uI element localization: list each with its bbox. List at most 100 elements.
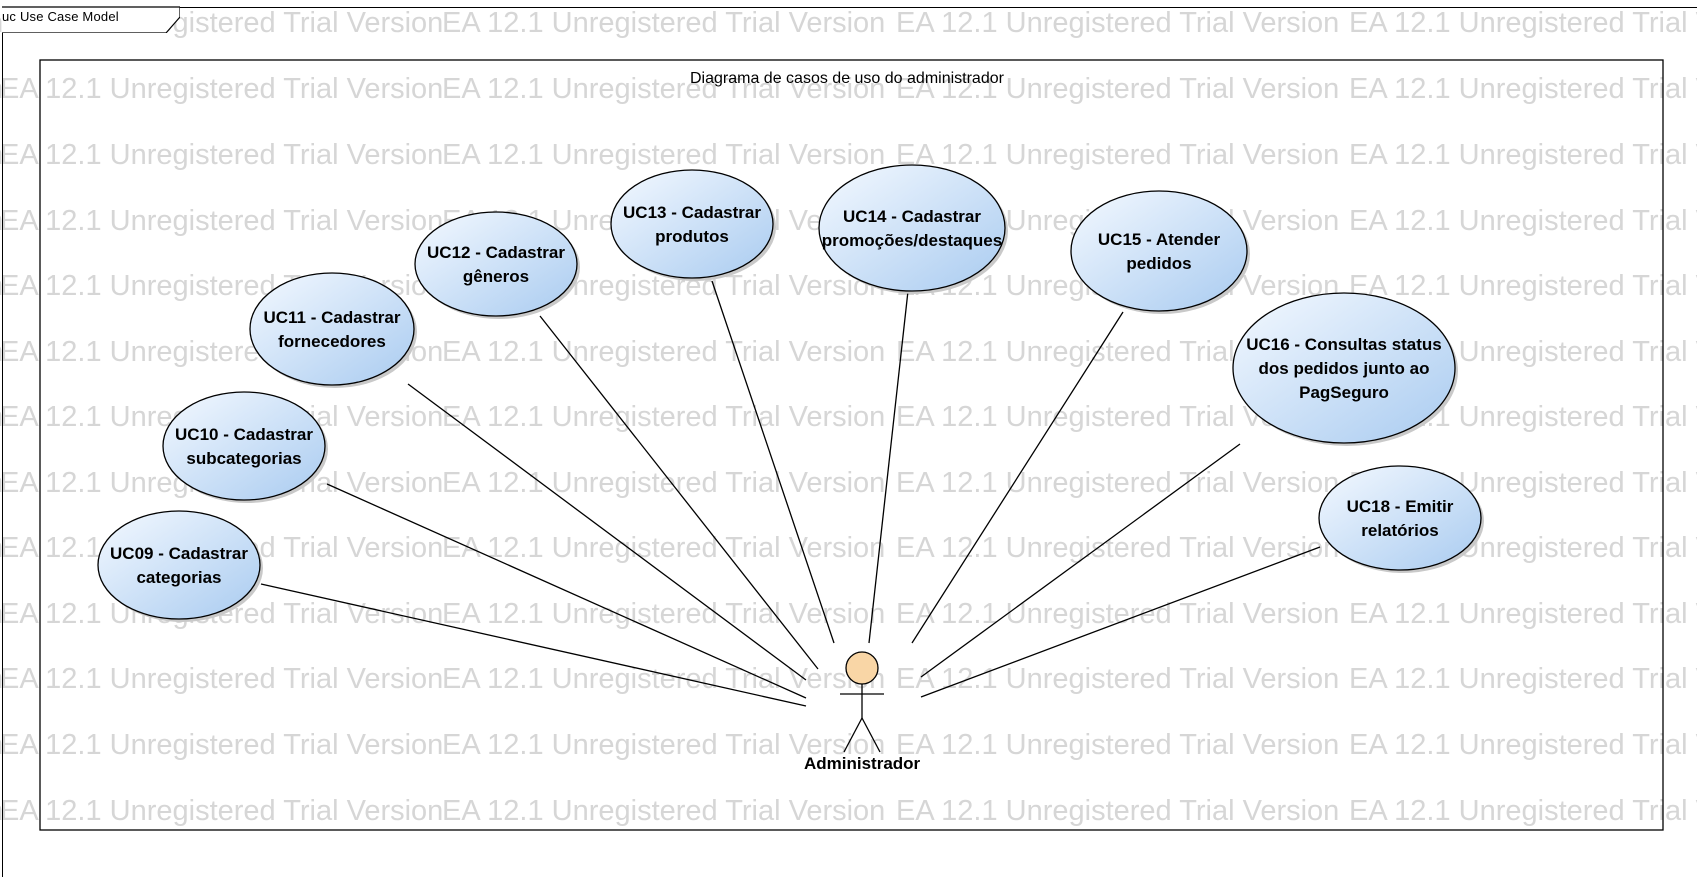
use-case-label: UC18 - Emitir (1347, 497, 1454, 516)
watermark-text: EA 12.1 Unregistered Trial Version (896, 7, 1339, 39)
use-case-ellipse (818, 164, 1006, 292)
watermark-text: EA 12.1 Unregistered Trial Version (442, 401, 885, 433)
diagram-title: Diagrama de casos de uso do administrado… (690, 70, 1004, 87)
use-case-label: UC10 - Cadastrar (175, 425, 313, 444)
frame-tab: uc Use Case Model (0, 0, 180, 33)
use-case-label: fornecedores (278, 332, 386, 351)
use-case-label: UC12 - Cadastrar (427, 243, 565, 262)
use-case-ellipse (610, 169, 774, 279)
watermark-text: EA 12.1 Unregistered Trial Version (442, 663, 885, 695)
watermark-text: EA 12.1 Unregistered Trial Version (1349, 270, 1697, 302)
watermark-text: EA 12.1 Unregistered Trial Version (442, 73, 885, 105)
watermark-text: EA 12.1 Unregistered Trial Version (442, 336, 885, 368)
association-line-uc13[interactable] (711, 280, 835, 644)
association-line-uc12[interactable] (539, 315, 819, 670)
watermark-text: EA 12.1 Unregistered Trial Version (442, 532, 885, 564)
watermark-text: EA 12.1 Unregistered Trial Version (1349, 7, 1697, 39)
association-line-uc10[interactable] (326, 483, 807, 699)
watermark-text: EA 12.1 Unregistered Trial Version (0, 729, 3, 761)
use-case-label: dos pedidos junto ao (1259, 359, 1430, 378)
watermark-text: EA 12.1 Unregistered Trial Version (0, 270, 3, 302)
actor-label: Administrador (804, 754, 921, 773)
actor-left-leg (843, 717, 863, 753)
use-case-uc16[interactable]: UC16 - Consultas status dos pedidos junto… (1232, 292, 1458, 446)
use-case-label: categorias (136, 568, 221, 587)
use-case-label: UC11 - Cadastrar (263, 308, 400, 327)
watermark-text: EA 12.1 Unregistered Trial Version (0, 729, 443, 761)
use-case-uc18[interactable]: UC18 - Emitir relatórios (1318, 465, 1484, 573)
use-case-uc13[interactable]: UC13 - Cadastrar produtos (610, 169, 776, 281)
watermark-text: EA 12.1 Unregistered Trial Version (0, 139, 3, 171)
use-case-label: UC13 - Cadastrar (623, 203, 761, 222)
watermark-text: EA 12.1 Unregistered Trial Version (0, 795, 443, 827)
watermark-text: EA 12.1 Unregistered Trial Version (0, 139, 443, 171)
use-cases: UC09 - Cadastrar categorias UC10 - Cadastr… (97, 164, 1484, 622)
use-case-label: relatórios (1361, 521, 1438, 540)
use-case-uc09[interactable]: UC09 - Cadastrar categorias (97, 510, 263, 622)
use-case-label: UC09 - Cadastrar (110, 544, 248, 563)
watermark-text: EA 12.1 Unregistered Trial Version (0, 467, 3, 499)
use-case-uc12[interactable]: UC12 - Cadastrar gêneros (414, 211, 580, 319)
watermark-text: EA 12.1 Unregistered Trial Version (896, 73, 1339, 105)
use-case-uc10[interactable]: UC10 - Cadastrar subcategorias (162, 391, 328, 503)
watermark-text: EA 12.1 Unregistered Trial Version (896, 139, 1339, 171)
watermark-text: EA 12.1 Unregistered Trial Version (896, 729, 1339, 761)
actor-administrador[interactable] (840, 651, 884, 753)
watermark-text: EA 12.1 Unregistered Trial Version (1349, 729, 1697, 761)
use-case-ellipse (1070, 190, 1248, 312)
diagram-frame (2, 7, 1697, 877)
association-line-uc18[interactable] (920, 546, 1321, 698)
use-case-ellipse (249, 272, 415, 386)
watermark-text: EA 12.1 Unregistered Trial Version (896, 532, 1339, 564)
watermark-text: EA 12.1 Unregistered Trial Version (0, 663, 443, 695)
use-case-label: UC14 - Cadastrar (843, 207, 981, 226)
use-case-uc15[interactable]: UC15 - Atender pedidos (1070, 190, 1250, 314)
watermark-text: EA 12.1 Unregistered Trial Version (1349, 73, 1697, 105)
use-case-label: UC15 - Atender (1098, 230, 1221, 249)
watermark-text: EA 12.1 Unregistered Trial Version (0, 205, 443, 237)
watermark-text: EA 12.1 Unregistered Trial Version (0, 336, 3, 368)
watermark-text: EA 12.1 Unregistered Trial Version (0, 205, 3, 237)
actor-right-leg (861, 717, 881, 753)
use-case-label: pedidos (1126, 254, 1191, 273)
watermark-text: EA 12.1 Unregistered Trial Version (896, 467, 1339, 499)
watermark-text: EA 12.1 Unregistered Trial Version (0, 73, 443, 105)
association-line-uc14[interactable] (868, 290, 909, 644)
watermark-text: EA 12.1 Unregistered Trial Version (0, 73, 3, 105)
association-line-uc15[interactable] (911, 311, 1124, 644)
use-case-label: subcategorias (186, 449, 301, 468)
watermark-text: EA 12.1 Unregistered Trial Version (1349, 205, 1697, 237)
watermark-text: EA 12.1 Unregistered Trial Version (0, 598, 3, 630)
use-case-ellipse (162, 391, 326, 501)
watermark-text: EA 12.1 Unregistered Trial Version (442, 598, 885, 630)
watermark-text: EA 12.1 Unregistered Trial Version (442, 729, 885, 761)
use-case-uc14[interactable]: UC14 - Cadastrar promoções/destaques (818, 164, 1008, 294)
use-case-ellipse (1232, 292, 1456, 444)
use-case-ellipse (414, 211, 578, 317)
use-case-label: UC16 - Consultas status (1246, 335, 1442, 354)
watermark-text: EA 12.1 Unregistered Trial Version (442, 795, 885, 827)
watermark-text: EA 12.1 Unregistered Trial Version (1349, 139, 1697, 171)
use-case-label: produtos (655, 227, 729, 246)
diagram-boundary (39, 59, 1664, 831)
use-case-label: promoções/destaques (822, 231, 1002, 250)
use-case-ellipse (97, 510, 261, 620)
association-line-uc09[interactable] (260, 583, 807, 707)
use-case-uc11[interactable]: UC11 - Cadastrar fornecedores (249, 272, 417, 388)
watermark-text: EA 12.1 Unregistered Trial Version (1349, 795, 1697, 827)
association-line-uc16[interactable] (920, 443, 1241, 678)
watermark-text: EA 12.1 Unregistered Trial Version (0, 795, 3, 827)
association-line-uc11[interactable] (407, 383, 807, 681)
watermark-text: EA 12.1 Unregistered Trial Version (1349, 598, 1697, 630)
watermark-text: EA 12.1 Unregistered Trial Version (896, 598, 1339, 630)
watermark-text: EA 12.1 Unregistered Trial Version (1349, 663, 1697, 695)
use-case-label: gêneros (463, 267, 529, 286)
use-case-label: PagSeguro (1299, 383, 1389, 402)
watermark-text: EA 12.1 Unregistered Trial Version (896, 795, 1339, 827)
watermark-text: EA 12.1 Unregistered Trial Version (442, 7, 885, 39)
use-case-ellipse (1318, 465, 1482, 571)
association-lines (260, 280, 1321, 707)
watermark-text: EA 12.1 Unregistered Trial Version (0, 401, 3, 433)
